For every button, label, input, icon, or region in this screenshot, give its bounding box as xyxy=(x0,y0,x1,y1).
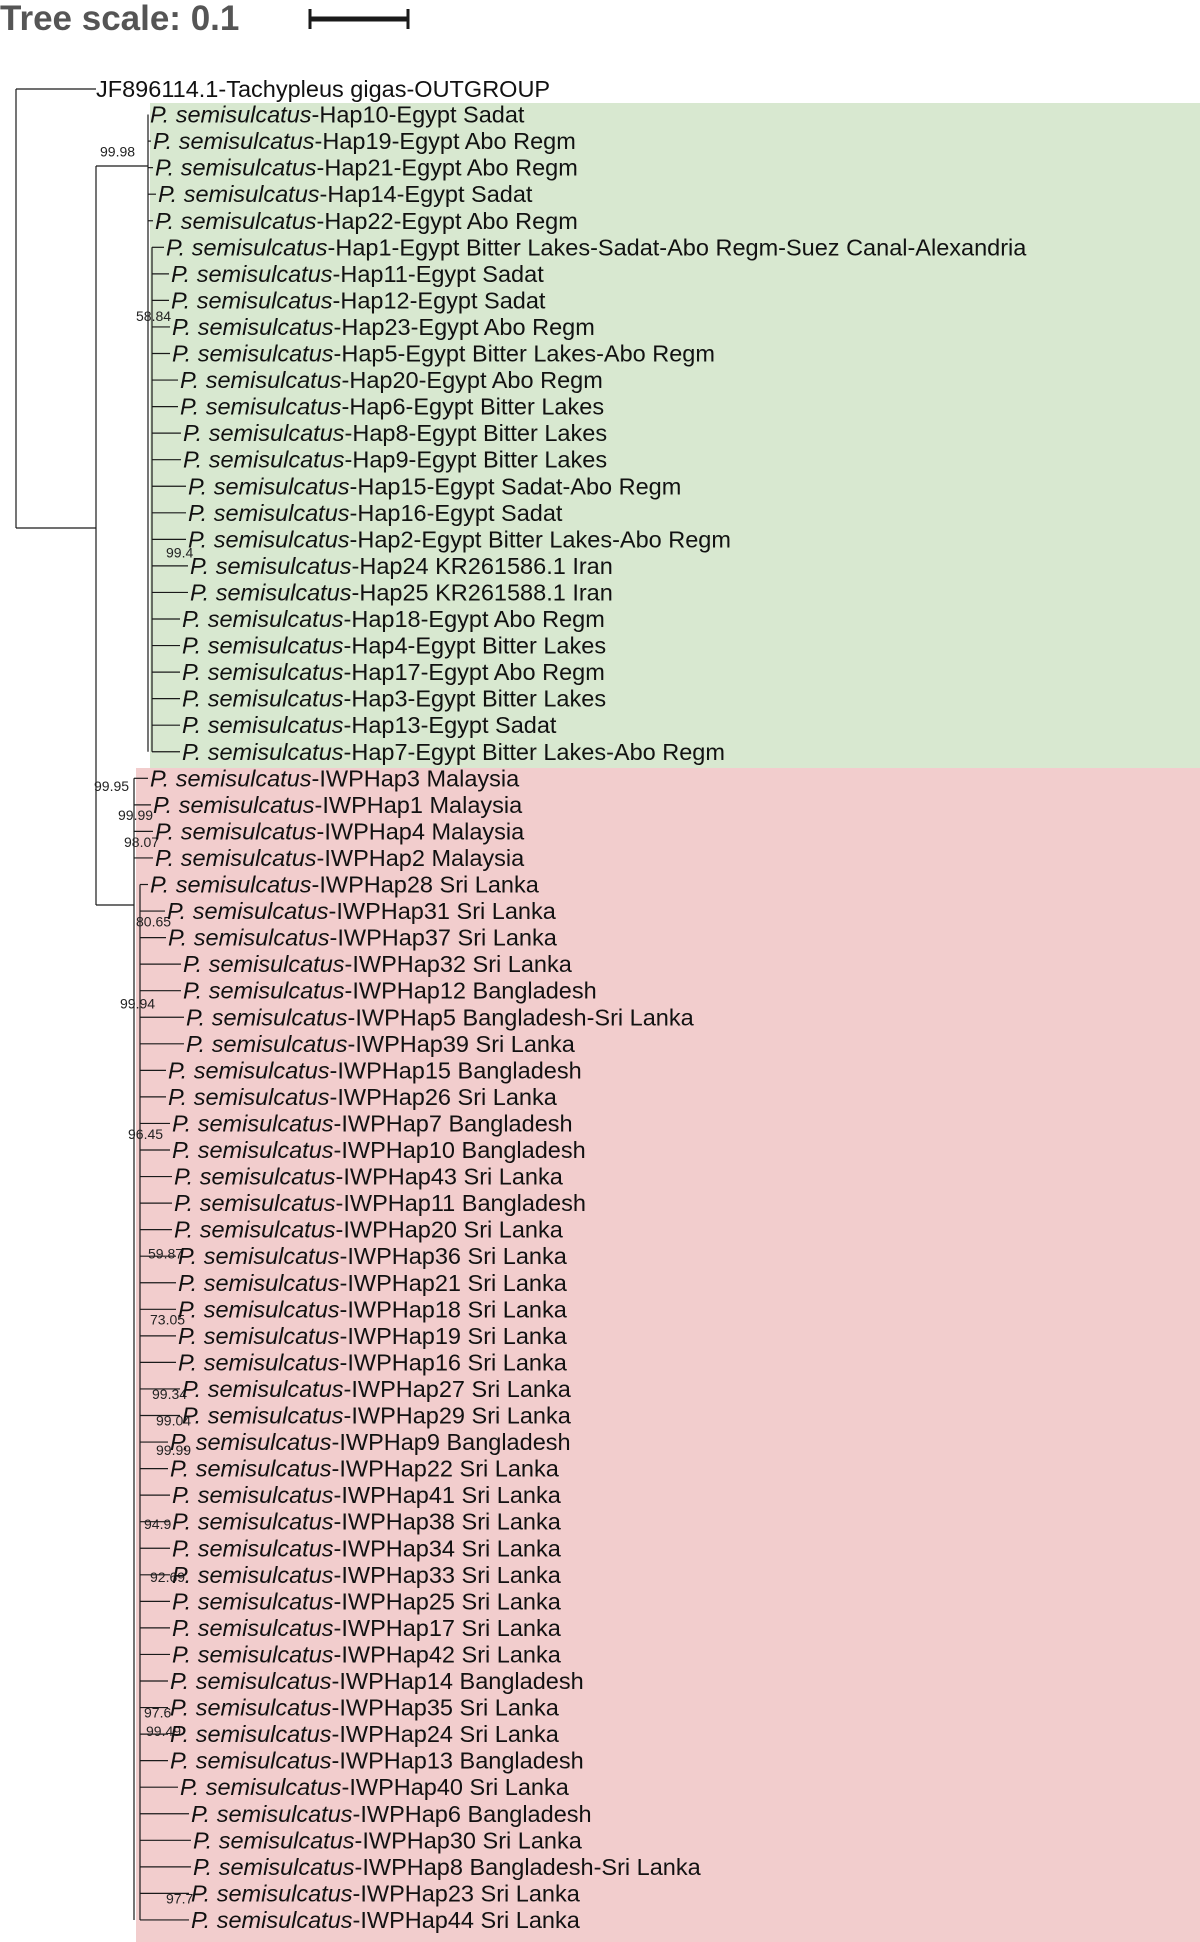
leaf-label: P. semisulcatus-IWPHap2 Malaysia xyxy=(155,845,525,871)
leaf-label: P. semisulcatus-IWPHap4 Malaysia xyxy=(155,818,525,844)
leaf-label-outgroup: JF896114.1-Tachypleus gigas-OUTGROUP xyxy=(96,76,550,102)
tree-scale-bar xyxy=(308,9,410,29)
leaf-label: P. semisulcatus-Hap6-Egypt Bitter Lakes xyxy=(180,394,604,420)
tree-scale-label: Tree scale: 0.1 xyxy=(0,0,239,38)
leaf-label: P. semisulcatus-IWPHap9 Bangladesh xyxy=(170,1429,571,1455)
bootstrap-value: 98.07 xyxy=(124,834,159,850)
leaf-label: P. semisulcatus-IWPHap19 Sri Lanka xyxy=(178,1323,568,1349)
leaf-label: P. semisulcatus-IWPHap36 Sri Lanka xyxy=(178,1243,568,1269)
leaf-label: P. semisulcatus-IWPHap6 Bangladesh xyxy=(191,1801,592,1827)
bootstrap-value: 99.34 xyxy=(152,1386,187,1402)
leaf-label: P. semisulcatus-IWPHap10 Bangladesh xyxy=(172,1137,586,1163)
leaf-label: P. semisulcatus-IWPHap1 Malaysia xyxy=(153,792,523,818)
leaf-label: P. semisulcatus-Hap19-Egypt Abo Regm xyxy=(153,128,576,154)
leaf-label: P. semisulcatus-Hap13-Egypt Sadat xyxy=(182,712,557,738)
bootstrap-value: 99.99 xyxy=(118,807,153,823)
leaf-label: P. semisulcatus-IWPHap31 Sri Lanka xyxy=(167,898,557,924)
leaf-label: P. semisulcatus-Hap3-Egypt Bitter Lakes xyxy=(182,686,606,712)
leaf-label: P. semisulcatus-IWPHap3 Malaysia xyxy=(150,765,520,791)
leaf-label: P. semisulcatus-Hap12-Egypt Sadat xyxy=(171,287,546,313)
leaf-label: P. semisulcatus-IWPHap29 Sri Lanka xyxy=(182,1403,572,1429)
leaf-label: P. semisulcatus-IWPHap37 Sri Lanka xyxy=(168,925,558,951)
leaf-label: P. semisulcatus-IWPHap11 Bangladesh xyxy=(174,1190,586,1216)
bootstrap-value: 58.84 xyxy=(136,308,171,324)
bootstrap-value: 99.49 xyxy=(146,1723,181,1739)
bootstrap-value: 97.7 xyxy=(166,1890,193,1906)
leaf-label: P. semisulcatus-Hap1-Egypt Bitter Lakes-… xyxy=(166,234,1027,260)
bootstrap-value: 99.04 xyxy=(156,1413,191,1429)
leaf-label: P. semisulcatus-IWPHap12 Bangladesh xyxy=(183,978,597,1004)
leaf-label: P. semisulcatus-IWPHap27 Sri Lanka xyxy=(182,1376,572,1402)
leaf-label: P. semisulcatus-Hap20-Egypt Abo Regm xyxy=(180,367,603,393)
leaf-label: P. semisulcatus-IWPHap43 Sri Lanka xyxy=(174,1164,564,1190)
branches xyxy=(15,88,191,1921)
bootstrap-value: 99.98 xyxy=(100,143,135,159)
leaf-label: P. semisulcatus-Hap17-Egypt Abo Regm xyxy=(182,659,605,685)
leaf-label: P. semisulcatus-IWPHap14 Bangladesh xyxy=(170,1668,584,1694)
leaf-label: P. semisulcatus-Hap5-Egypt Bitter Lakes-… xyxy=(172,341,715,367)
bootstrap-value: 73.05 xyxy=(150,1312,185,1328)
iwp-clade-highlight xyxy=(136,768,1200,1942)
leaf-label: P. semisulcatus-IWPHap18 Sri Lanka xyxy=(178,1296,568,1322)
leaf-label: P. semisulcatus-Hap11-Egypt Sadat xyxy=(171,261,544,287)
leaf-label: P. semisulcatus-IWPHap5 Bangladesh-Sri L… xyxy=(186,1004,695,1030)
leaf-label: P. semisulcatus-Hap7-Egypt Bitter Lakes-… xyxy=(182,739,725,765)
bootstrap-value: 99.4 xyxy=(166,544,193,560)
leaf-label: P. semisulcatus-IWPHap7 Bangladesh xyxy=(172,1110,573,1136)
leaf-label: P. semisulcatus-IWPHap21 Sri Lanka xyxy=(178,1270,568,1296)
leaf-label: P. semisulcatus-IWPHap24 Sri Lanka xyxy=(170,1721,560,1747)
bootstrap-value: 96.45 xyxy=(128,1126,163,1142)
leaf-label: P. semisulcatus-Hap9-Egypt Bitter Lakes xyxy=(183,447,607,473)
bootstrap-value: 99.94 xyxy=(120,996,155,1012)
leaf-label: P. semisulcatus-IWPHap13 Bangladesh xyxy=(170,1748,584,1774)
leaf-label: P. semisulcatus-IWPHap20 Sri Lanka xyxy=(174,1217,564,1243)
bootstrap-value: 97.6 xyxy=(144,1705,171,1721)
bootstrap-value: 80.65 xyxy=(136,913,171,929)
leaf-label: P. semisulcatus-IWPHap33 Sri Lanka xyxy=(172,1562,562,1588)
leaf-label: P. semisulcatus-IWPHap40 Sri Lanka xyxy=(180,1774,570,1800)
leaf-label: P. semisulcatus-IWPHap22 Sri Lanka xyxy=(170,1456,560,1482)
leaf-label: P. semisulcatus-IWPHap34 Sri Lanka xyxy=(172,1535,562,1561)
leaf-label: P. semisulcatus-Hap18-Egypt Abo Regm xyxy=(182,606,605,632)
leaf-label: P. semisulcatus-IWPHap23 Sri Lanka xyxy=(191,1880,581,1906)
leaf-label: P. semisulcatus-IWPHap38 Sri Lanka xyxy=(172,1509,562,1535)
leaf-label: P. semisulcatus-Hap21-Egypt Abo Regm xyxy=(155,155,578,181)
leaf-label: P. semisulcatus-Hap8-Egypt Bitter Lakes xyxy=(183,420,607,446)
leaf-label: P. semisulcatus-IWPHap41 Sri Lanka xyxy=(172,1482,562,1508)
leaf-label: P. semisulcatus-IWPHap28 Sri Lanka xyxy=(150,872,540,898)
leaf-label: P. semisulcatus-IWPHap30 Sri Lanka xyxy=(193,1827,583,1853)
leaf-label: P. semisulcatus-Hap25 KR261588.1 Iran xyxy=(190,579,613,605)
leaf-label: P. semisulcatus-IWPHap15 Bangladesh xyxy=(168,1057,582,1083)
leaf-label: P. semisulcatus-Hap24 KR261586.1 Iran xyxy=(190,553,613,579)
leaf-label: P. semisulcatus-Hap4-Egypt Bitter Lakes xyxy=(182,633,606,659)
egypt-clade-highlight xyxy=(150,103,1200,768)
leaf-label: P. semisulcatus-IWPHap26 Sri Lanka xyxy=(168,1084,558,1110)
bootstrap-value: 94.9 xyxy=(144,1516,171,1532)
leaf-label: P. semisulcatus-Hap2-Egypt Bitter Lakes-… xyxy=(188,526,731,552)
leaf-label: P. semisulcatus-Hap14-Egypt Sadat xyxy=(158,181,533,207)
leaf-label: P. semisulcatus-IWPHap35 Sri Lanka xyxy=(170,1695,560,1721)
leaf-label: P. semisulcatus-IWPHap44 Sri Lanka xyxy=(191,1907,581,1933)
leaf-label: P. semisulcatus-Hap23-Egypt Abo Regm xyxy=(172,314,595,340)
leaf-label: P. semisulcatus-IWPHap32 Sri Lanka xyxy=(183,951,573,977)
bootstrap-value: 99.99 xyxy=(156,1442,191,1458)
leaf-label: P. semisulcatus-IWPHap8 Bangladesh-Sri L… xyxy=(193,1854,702,1880)
leaf-label: P. semisulcatus-Hap15-Egypt Sadat-Abo Re… xyxy=(188,473,681,499)
leaf-label: P. semisulcatus-IWPHap16 Sri Lanka xyxy=(178,1349,568,1375)
bootstrap-value: 92.69 xyxy=(150,1569,185,1585)
leaf-label: P. semisulcatus-IWPHap39 Sri Lanka xyxy=(186,1031,576,1057)
leaf-label: P. semisulcatus-IWPHap42 Sri Lanka xyxy=(172,1641,562,1667)
bootstrap-value: 99.95 xyxy=(94,778,129,794)
leaf-label: P. semisulcatus-Hap22-Egypt Abo Regm xyxy=(155,208,578,234)
leaf-label: P. semisulcatus-IWPHap17 Sri Lanka xyxy=(172,1615,562,1641)
leaf-label: P. semisulcatus-Hap16-Egypt Sadat xyxy=(188,500,563,526)
bootstrap-value: 59.87 xyxy=(148,1245,183,1261)
bootstrap-labels: 99.98 58.84 99.4 99.95 99.99 98.07 80.65 99.94 9… xyxy=(94,143,193,1906)
leaf-label: P. semisulcatus-IWPHap25 Sri Lanka xyxy=(172,1588,562,1614)
leaf-label: P. semisulcatus-Hap10-Egypt Sadat xyxy=(150,102,525,128)
